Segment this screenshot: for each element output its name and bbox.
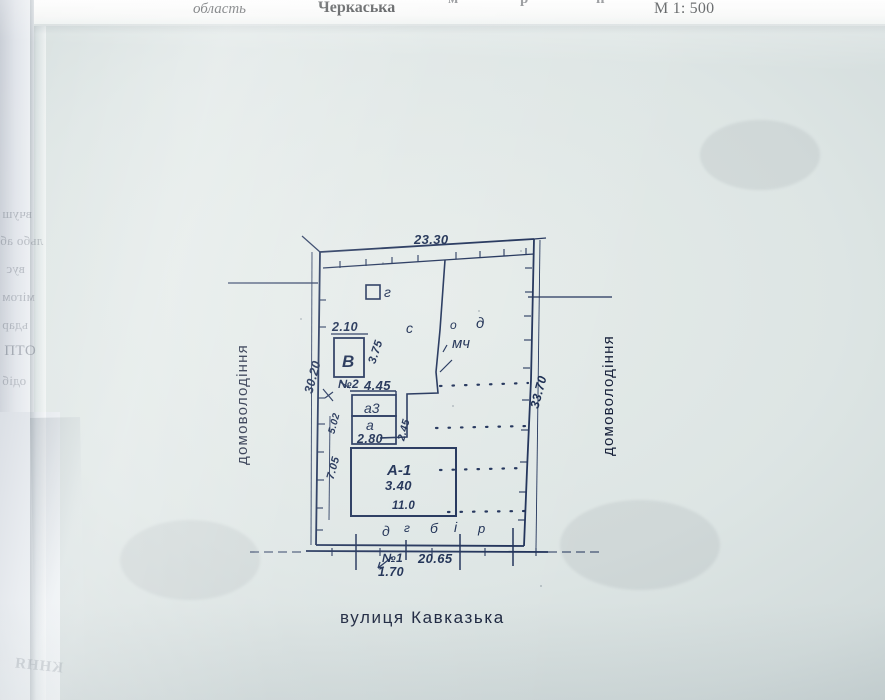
header-cut-fragment: н xyxy=(596,0,605,8)
building-label-a3: а3 xyxy=(364,400,380,416)
bottom-letter-r: р xyxy=(478,521,486,536)
bottom-letter-b: б xyxy=(430,520,438,536)
building-label-v: В xyxy=(342,352,355,371)
ghost-text-6: ОТП xyxy=(4,343,36,359)
dimension-bottom-short: 1.70 xyxy=(378,565,404,579)
annotation-mch: мч xyxy=(452,335,471,352)
ghost-text-5: ьдар xyxy=(2,317,29,332)
building-label-g: г xyxy=(384,284,391,300)
marker-no1: №1 xyxy=(382,551,404,565)
building-v-width: 2.10 xyxy=(332,320,358,334)
page-top-band xyxy=(34,0,885,26)
bottom-letter-g: г xyxy=(404,521,410,535)
oblast-value: Черкаська xyxy=(318,0,396,16)
bottom-letter-d: д xyxy=(382,523,390,539)
yard-letter-s: с xyxy=(406,320,413,336)
paper-blotch xyxy=(120,520,260,600)
ghost-text-2: льбо аб xyxy=(0,233,44,248)
ghost-text-3: вус xyxy=(6,261,25,276)
building-label-a1: А-1 xyxy=(387,462,412,479)
building-label-a: а xyxy=(366,417,374,433)
paper-speck xyxy=(452,405,454,407)
ghost-text-4: мігом xyxy=(2,289,35,304)
dimension-top: 23.30 xyxy=(414,232,449,247)
paper-speck xyxy=(540,585,542,587)
scale-label: М 1: 500 xyxy=(654,0,715,17)
page-top-band-shadow xyxy=(34,24,885,34)
street-label: вулиця Кавказька xyxy=(340,608,505,627)
dimension-a1-offset: 4.45 xyxy=(364,378,391,393)
paper-speck xyxy=(520,250,522,252)
paper-speck xyxy=(478,310,480,312)
ghost-text-1: вчуш xyxy=(2,206,32,221)
building-a-width: 2.80 xyxy=(357,432,383,446)
oblast-label: область xyxy=(193,1,247,17)
building-a1-storeys: 3.40 xyxy=(385,478,412,493)
paper-speck xyxy=(300,318,302,320)
paper-blotch xyxy=(560,500,720,590)
dimension-bottom-total: 20.65 xyxy=(418,551,453,566)
yard-letter-o: о xyxy=(450,318,457,332)
neighbor-label-left: домоволодіння xyxy=(233,344,251,465)
paper-speck xyxy=(382,262,384,264)
header-cut-fragment: м xyxy=(448,0,458,8)
bottom-letter-i: і xyxy=(454,519,458,535)
building-a1-width: 11.0 xyxy=(392,500,416,512)
ghost-text-7: одіб xyxy=(2,373,27,388)
marker-no2: №2 xyxy=(338,377,360,391)
header-cut-fragment: р xyxy=(520,0,528,8)
neighbor-label-right: домоволодіння xyxy=(599,335,617,456)
paper-blotch xyxy=(700,120,820,190)
sheet-edge-shadow xyxy=(30,0,46,700)
yard-letter-d: д xyxy=(476,315,485,332)
